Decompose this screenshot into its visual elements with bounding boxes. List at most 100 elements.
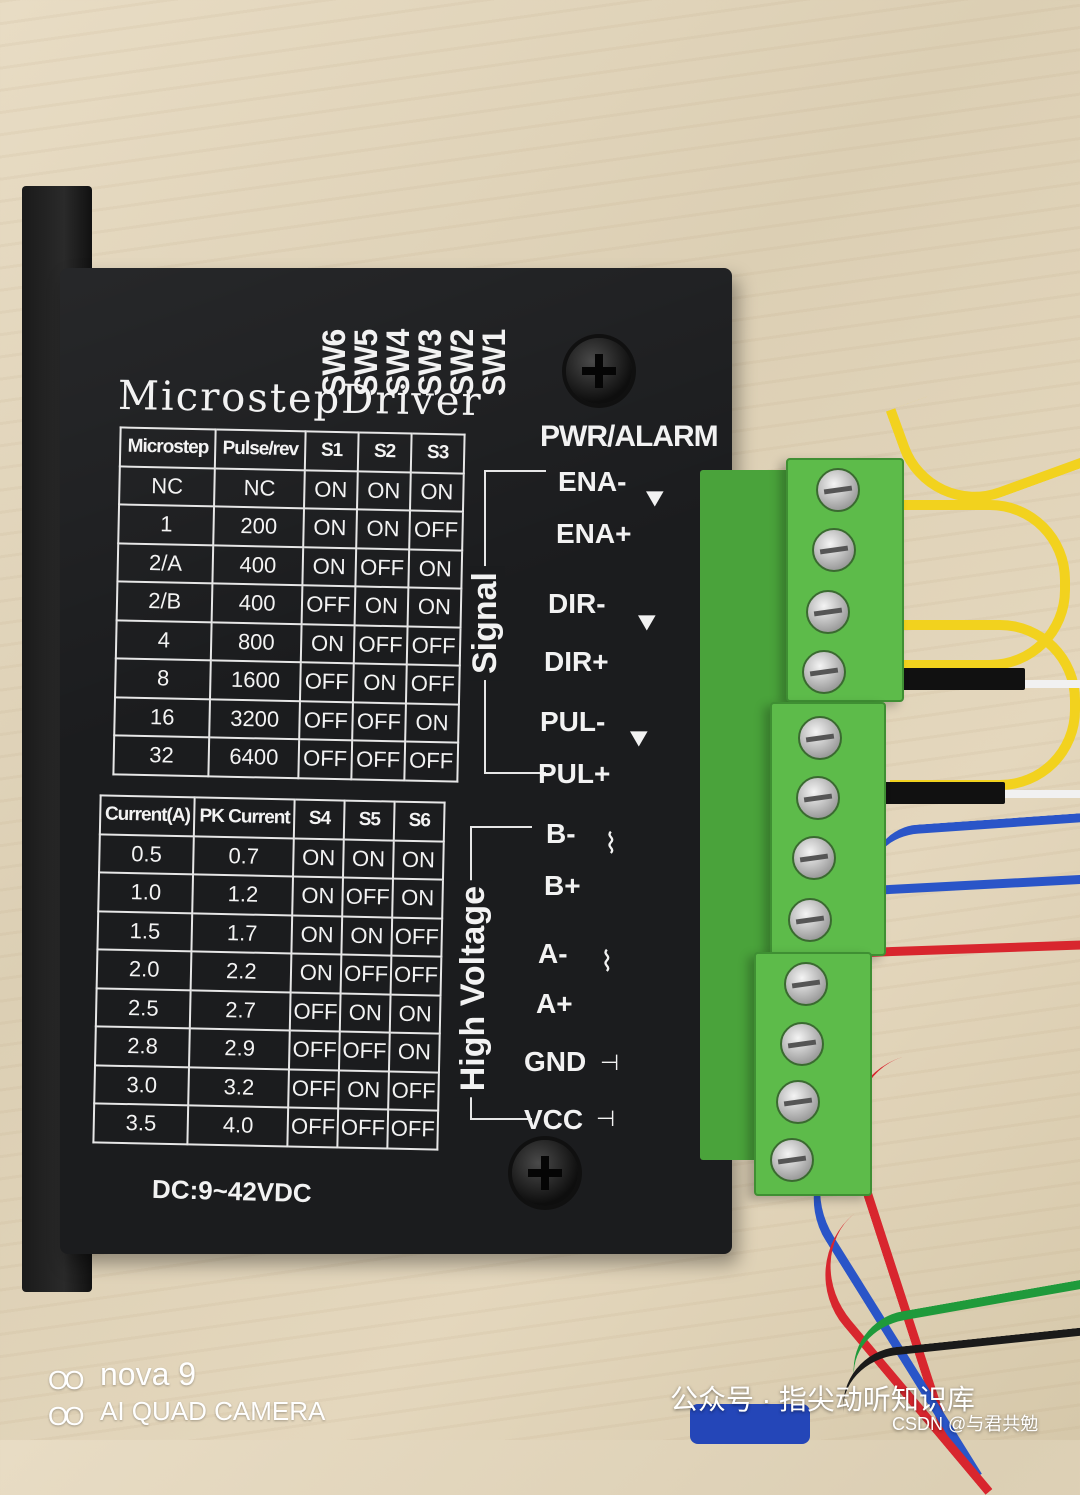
supply-symbol-icon: ⊣ bbox=[596, 1106, 616, 1131]
motor-coil-a-icon: ⌇ bbox=[600, 946, 614, 977]
table-cell: OFF bbox=[301, 585, 356, 625]
ground-symbol-icon: ⊣ bbox=[600, 1050, 620, 1075]
table-cell: OFF bbox=[409, 510, 463, 551]
table-cell: OFF bbox=[289, 1030, 341, 1070]
table-cell: ON bbox=[340, 993, 391, 1033]
table-cell: OFF bbox=[355, 547, 410, 588]
terminal-screw bbox=[806, 590, 850, 634]
camera-tagline: AI QUAD CAMERA bbox=[100, 1396, 326, 1427]
yellow-wire-loop-lower bbox=[890, 620, 1080, 790]
pin-dir-minus: DIR- bbox=[548, 588, 606, 619]
table-header-cell: S5 bbox=[344, 800, 395, 841]
table-cell: OFF bbox=[290, 991, 341, 1032]
table-cell: ON bbox=[290, 953, 342, 994]
table-cell: ON bbox=[356, 509, 410, 550]
table-cell: ON bbox=[303, 508, 357, 548]
table-cell: 3.2 bbox=[188, 1066, 290, 1108]
pin-b-plus: B+ bbox=[544, 870, 581, 901]
table-header-cell: S1 bbox=[304, 431, 359, 471]
table-cell: ON bbox=[343, 839, 394, 879]
table-cell: OFF bbox=[340, 954, 392, 995]
table-header-cell: S2 bbox=[357, 432, 412, 473]
supply-voltage-label: DC:9~42VDC bbox=[151, 1173, 313, 1209]
wire-connector-plug bbox=[880, 782, 1005, 804]
terminal-screw bbox=[798, 716, 842, 760]
terminal-screw bbox=[780, 1022, 824, 1066]
terminal-screw bbox=[796, 776, 840, 820]
table-cell: 4.0 bbox=[187, 1105, 289, 1146]
pin-dir-plus: DIR+ bbox=[544, 646, 609, 677]
table-cell: ON bbox=[393, 840, 444, 880]
terminal-screw bbox=[792, 836, 836, 880]
terminal-screw bbox=[816, 468, 860, 512]
white-wire bbox=[1020, 680, 1080, 688]
table-cell: 1.0 bbox=[98, 872, 194, 913]
table-cell: ON bbox=[341, 916, 393, 956]
table-cell: ON bbox=[408, 549, 463, 589]
table-cell: OFF bbox=[391, 917, 443, 957]
table-cell: OFF bbox=[339, 1031, 390, 1072]
table-cell: 3200 bbox=[209, 698, 300, 740]
optocoupler-led-icon: ⯆ bbox=[626, 722, 652, 758]
pin-b-minus: B- bbox=[546, 818, 576, 849]
table-cell: ON bbox=[389, 994, 441, 1034]
table-cell: 3.5 bbox=[93, 1103, 189, 1144]
table-cell: OFF bbox=[390, 955, 442, 996]
camera-model: nova 9 bbox=[100, 1356, 197, 1392]
table-header-cell: S3 bbox=[410, 433, 465, 474]
optocoupler-led-icon: ⯆ bbox=[642, 482, 668, 518]
table-cell: ON bbox=[292, 876, 344, 917]
table-cell: 2/B bbox=[116, 581, 213, 622]
credit-watermark: CSDN @与君共勉 bbox=[892, 1414, 1039, 1434]
table-header-cell: Microstep bbox=[119, 427, 217, 468]
table-cell: 800 bbox=[211, 621, 302, 663]
terminal-screw bbox=[802, 650, 846, 694]
pin-a-plus: A+ bbox=[536, 988, 573, 1019]
table-cell: OFF bbox=[299, 662, 354, 702]
table-cell: 2.9 bbox=[189, 1028, 291, 1069]
table-cell: 200 bbox=[213, 506, 304, 547]
table-cell: 16 bbox=[114, 696, 211, 738]
table-header-cell: Pulse/rev bbox=[215, 429, 306, 470]
pin-gnd: GND bbox=[524, 1046, 587, 1077]
table-cell: OFF bbox=[387, 1109, 439, 1150]
table-cell: 1600 bbox=[210, 660, 301, 701]
table-cell: OFF bbox=[288, 1068, 340, 1109]
table-cell: 1.7 bbox=[191, 912, 293, 954]
table-cell: ON bbox=[338, 1069, 390, 1110]
pin-a-minus: A- bbox=[538, 938, 568, 969]
table-cell: 32 bbox=[113, 735, 210, 776]
table-header-cell: Current(A) bbox=[99, 795, 195, 836]
table-cell: OFF bbox=[298, 700, 353, 741]
table-cell: 1.5 bbox=[97, 910, 193, 952]
table-cell: ON bbox=[405, 702, 459, 743]
blue-terminal-lug bbox=[690, 1404, 810, 1444]
table-cell: OFF bbox=[337, 1108, 389, 1149]
wire-connector-plug bbox=[880, 668, 1025, 690]
table-cell: OFF bbox=[406, 625, 461, 666]
table-cell: OFF bbox=[405, 664, 460, 705]
table-cell: OFF bbox=[351, 740, 406, 780]
table-cell: ON bbox=[352, 663, 407, 703]
table-cell: ON bbox=[409, 472, 464, 512]
optocoupler-led-icon: ⯆ bbox=[634, 606, 660, 642]
table-cell: 2.0 bbox=[96, 949, 192, 990]
table-cell: ON bbox=[389, 1032, 440, 1073]
account-watermark: 公众号 · 指尖动听知识库 bbox=[670, 1384, 975, 1415]
terminal-screw bbox=[812, 528, 856, 572]
table-cell: OFF bbox=[352, 701, 406, 742]
table-cell: ON bbox=[291, 914, 343, 955]
pin-ena-plus: ENA+ bbox=[556, 518, 632, 549]
table-cell: ON bbox=[356, 470, 411, 511]
table-cell: 2.2 bbox=[190, 951, 292, 992]
white-wire-lower bbox=[1000, 790, 1080, 798]
table-cell: 8 bbox=[115, 658, 212, 699]
camera-logo-icon: OO bbox=[48, 1400, 84, 1431]
yellow-wire-loop bbox=[900, 500, 1070, 670]
pin-pul-minus: PUL- bbox=[540, 706, 606, 737]
